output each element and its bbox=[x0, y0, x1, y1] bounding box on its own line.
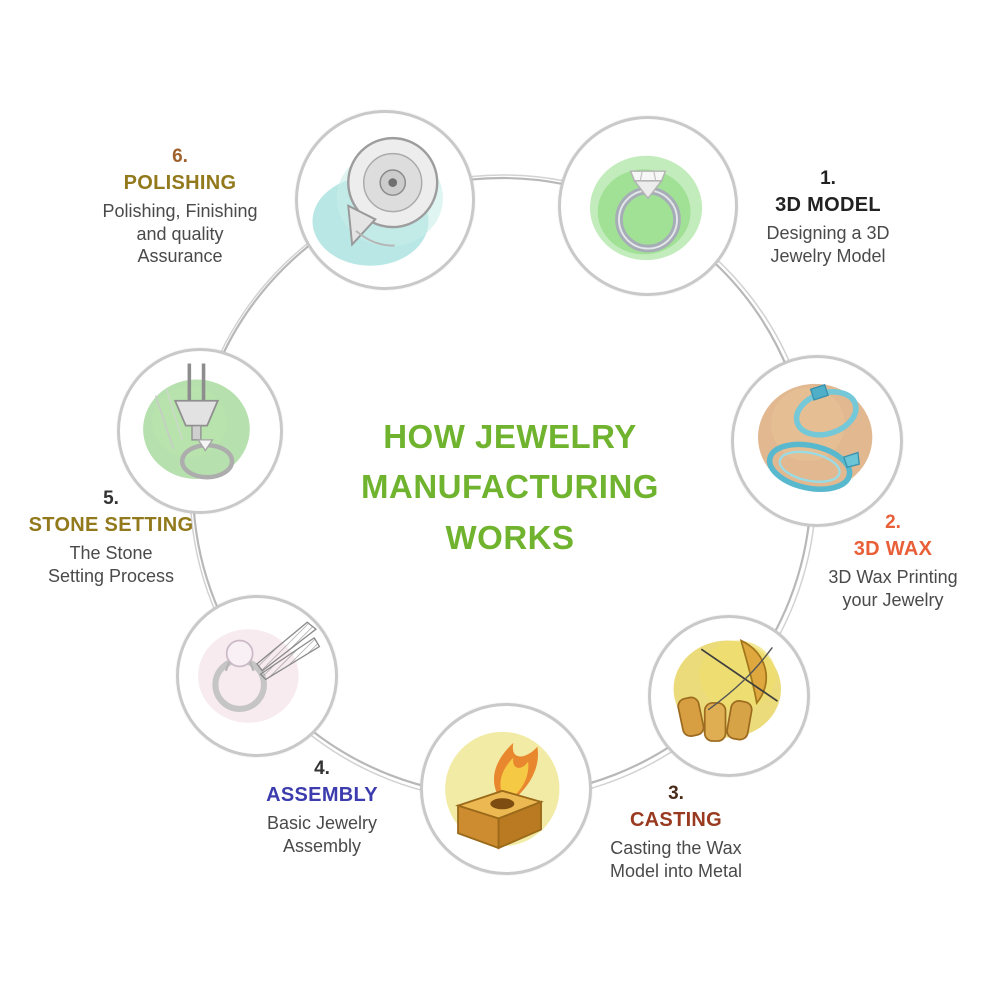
step-description: Casting the Wax Model into Metal bbox=[609, 838, 743, 881]
step-circle-3d-model bbox=[558, 116, 738, 296]
ring-tweezers-icon bbox=[198, 621, 321, 723]
step-description: Polishing, Finishing and quality Assuran… bbox=[102, 201, 258, 266]
step-name: 3D MODEL bbox=[775, 194, 881, 216]
step-circle-3d-wax bbox=[731, 355, 903, 527]
cast-metal-icon bbox=[673, 638, 781, 742]
step-circle-casting-metal bbox=[648, 615, 810, 777]
step-number: 1. bbox=[820, 168, 836, 189]
step-description: 3D Wax Printing your Jewelry bbox=[828, 567, 958, 610]
step-circle-casting-flame bbox=[420, 703, 592, 875]
diamond-ring-icon bbox=[590, 155, 703, 261]
step-name: POLISHING bbox=[123, 172, 237, 194]
diagram-title: HOW JEWELRY MANUFACTURING WORKS bbox=[361, 418, 659, 556]
crucible-flame-icon bbox=[445, 731, 560, 850]
step-label-3d-model: 1. 3D MODEL Designing a 3D Jewelry Model bbox=[716, 168, 940, 267]
step-label-stone-setting: 5. STONE SETTING The Stone Setting Proce… bbox=[8, 488, 214, 587]
step-description: Basic Jewelry Assembly bbox=[266, 813, 378, 856]
step-name: 3D WAX bbox=[853, 538, 933, 560]
polishing-machine-icon bbox=[312, 136, 443, 266]
step-circle-stone-setting bbox=[117, 348, 283, 514]
step-circle-assembly bbox=[176, 595, 338, 757]
step-label-casting: 3. CASTING Casting the Wax Model into Me… bbox=[566, 783, 786, 882]
step-name: STONE SETTING bbox=[28, 514, 194, 536]
step-number: 4. bbox=[314, 758, 330, 779]
step-number: 3. bbox=[668, 783, 684, 804]
stone-setting-icon bbox=[143, 363, 250, 480]
step-label-assembly: 4. ASSEMBLY Basic Jewelry Assembly bbox=[220, 758, 424, 857]
step-label-polishing: 6. POLISHING Polishing, Finishing and qu… bbox=[58, 146, 302, 268]
step-name: CASTING bbox=[629, 809, 723, 831]
step-name: ASSEMBLY bbox=[266, 784, 378, 806]
step-number: 5. bbox=[103, 488, 119, 509]
step-description: Designing a 3D Jewelry Model bbox=[766, 223, 890, 266]
step-number: 2. bbox=[885, 512, 901, 533]
step-label-3d-wax: 2. 3D WAX 3D Wax Printing your Jewelry bbox=[788, 512, 998, 611]
step-number: 6. bbox=[172, 146, 188, 167]
wax-rings-icon bbox=[757, 383, 873, 492]
step-description: The Stone Setting Process bbox=[47, 543, 175, 586]
step-circle-polishing bbox=[295, 110, 475, 290]
